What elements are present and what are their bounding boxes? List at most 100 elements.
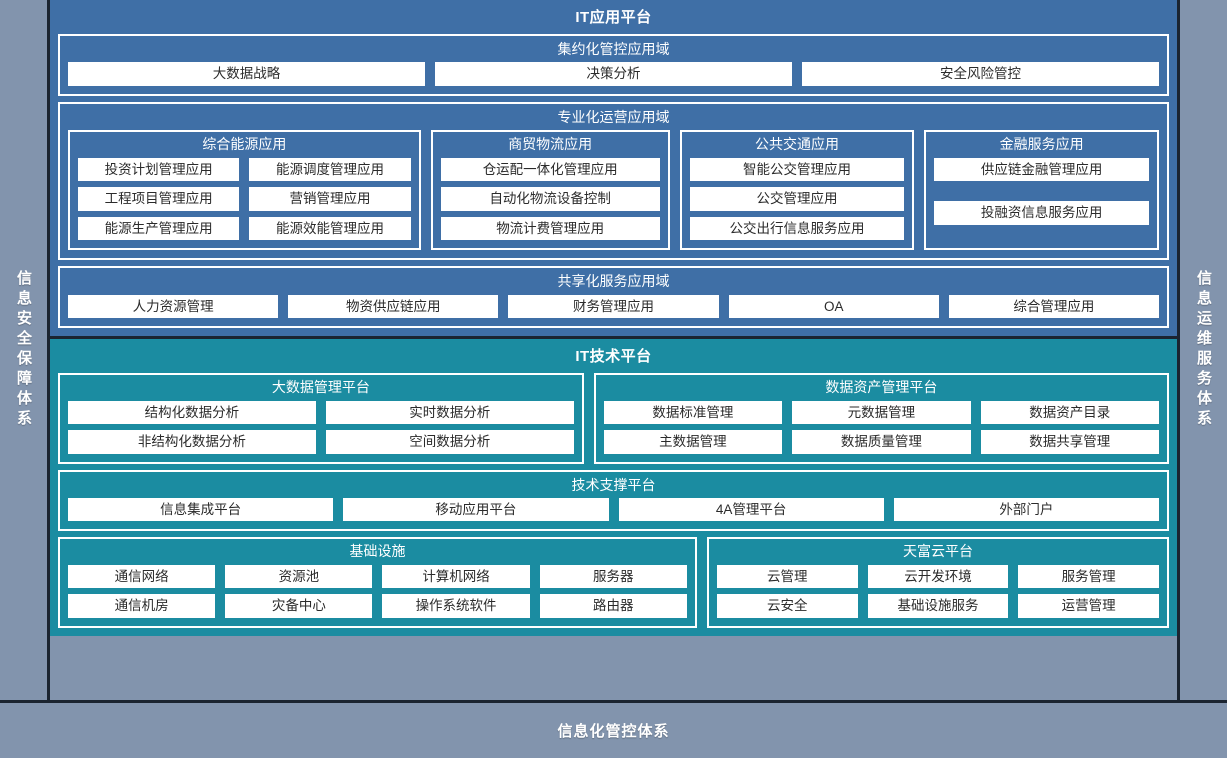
group-title: 基础设施 <box>349 543 406 560</box>
group-public-transport: 公共交通应用 智能公交管理应用 公交管理应用 公交出行信息服务应用 <box>679 130 915 251</box>
chip-automated-logistics-control[interactable]: 自动化物流设备控制 <box>440 187 660 211</box>
chip-data-asset-catalog[interactable]: 数据资产目录 <box>980 400 1159 425</box>
chip-external-portal[interactable]: 外部门户 <box>893 497 1159 522</box>
chip-router[interactable]: 路由器 <box>539 594 687 618</box>
center-column: IT应用平台 集约化管控应用域 大数据战略 决策分析 安全风险管控 专业化运营应… <box>50 0 1177 700</box>
bottom-bar-informatization-governance: 信息化管控体系 <box>0 700 1227 758</box>
chip-integrated-management[interactable]: 综合管理应用 <box>948 294 1160 319</box>
group-title: 金融服务应用 <box>999 136 1084 153</box>
chip-operations-management[interactable]: 运营管理 <box>1018 594 1159 618</box>
group-title: 综合能源应用 <box>202 136 287 153</box>
chip-finance-management[interactable]: 财务管理应用 <box>508 294 719 319</box>
tech-row-infrastructure: 基础设施 通信网络 资源池 计算机网络 服务器 通信机房 灾备中心 操作系统软件… <box>58 537 1169 628</box>
group-row: 综合能源应用 投资计划管理应用 能源调度管理应用 工程项目管理应用 营销管理应用… <box>68 130 1159 251</box>
chip-data-sharing-mgmt[interactable]: 数据共享管理 <box>980 430 1159 454</box>
chip-4a-management-platform[interactable]: 4A管理平台 <box>618 497 884 522</box>
chip-row: 信息集成平台 移动应用平台 4A管理平台 外部门户 <box>68 497 1159 522</box>
domain-title: 专业化运营应用域 <box>557 108 670 125</box>
group-grid: 投资计划管理应用 能源调度管理应用 工程项目管理应用 营销管理应用 能源生产管理… <box>78 157 411 241</box>
chip-structured-data-analysis[interactable]: 结构化数据分析 <box>68 400 316 425</box>
chip-energy-production-mgmt[interactable]: 能源生产管理应用 <box>78 216 240 241</box>
chip-row: 人力资源管理 物资供应链应用 财务管理应用 OA 综合管理应用 <box>68 294 1160 319</box>
chip-operating-system-software[interactable]: 操作系统软件 <box>382 594 530 618</box>
tech-row-data-platforms: 大数据管理平台 结构化数据分析 实时数据分析 非结构化数据分析 空间数据分析 数… <box>58 373 1169 464</box>
group-grid: 通信网络 资源池 计算机网络 服务器 通信机房 灾备中心 操作系统软件 路由器 <box>68 564 687 618</box>
group-trade-logistics: 商贸物流应用 仓运配一体化管理应用 自动化物流设备控制 物流计费管理应用 <box>430 130 670 251</box>
chip-unstructured-data-analysis[interactable]: 非结构化数据分析 <box>68 430 316 454</box>
chip-master-data-mgmt[interactable]: 主数据管理 <box>603 430 783 454</box>
domain-intensive-management: 集约化管控应用域 大数据战略 决策分析 安全风险管控 <box>58 34 1169 96</box>
chip-computer-network[interactable]: 计算机网络 <box>382 564 530 589</box>
group-financial-services: 金融服务应用 供应链金融管理应用 投融资信息服务应用 <box>924 130 1159 251</box>
chip-data-quality-mgmt[interactable]: 数据质量管理 <box>792 430 971 454</box>
group-integrated-energy: 综合能源应用 投资计划管理应用 能源调度管理应用 工程项目管理应用 营销管理应用… <box>68 130 421 251</box>
chip-energy-dispatch-mgmt[interactable]: 能源调度管理应用 <box>249 157 411 182</box>
chip-communication-network[interactable]: 通信网络 <box>68 564 216 589</box>
group-grid: 数据标准管理 元数据管理 数据资产目录 主数据管理 数据质量管理 数据共享管理 <box>603 400 1159 454</box>
chip-security-risk-control[interactable]: 安全风险管控 <box>802 62 1159 86</box>
group-grid: 智能公交管理应用 公交管理应用 公交出行信息服务应用 <box>689 157 905 241</box>
chip-resource-pool[interactable]: 资源池 <box>225 564 373 589</box>
domain-technical-support-platform: 技术支撑平台 信息集成平台 移动应用平台 4A管理平台 外部门户 <box>58 469 1169 532</box>
group-title: 公共交通应用 <box>755 136 839 153</box>
chip-bus-mgmt[interactable]: 公交管理应用 <box>689 187 905 211</box>
group-grid: 仓运配一体化管理应用 自动化物流设备控制 物流计费管理应用 <box>440 157 660 241</box>
group-data-asset-platform: 数据资产管理平台 数据标准管理 元数据管理 数据资产目录 主数据管理 数据质量管… <box>593 373 1169 464</box>
group-row: 大数据管理平台 结构化数据分析 实时数据分析 非结构化数据分析 空间数据分析 数… <box>58 373 1169 464</box>
chip-decision-analysis[interactable]: 决策分析 <box>435 62 792 86</box>
chip-information-integration-platform[interactable]: 信息集成平台 <box>68 497 334 522</box>
group-tianfu-cloud-platform: 天富云平台 云管理 云开发环境 服务管理 云安全 基础设施服务 运营管理 <box>706 537 1169 628</box>
group-grid: 供应链金融管理应用 投融资信息服务应用 <box>934 157 1149 241</box>
chip-cloud-security[interactable]: 云安全 <box>716 594 858 618</box>
chip-logistics-billing-mgmt[interactable]: 物流计费管理应用 <box>440 216 660 241</box>
domain-title: 集约化管控应用域 <box>557 41 670 57</box>
chip-material-supply-chain[interactable]: 物资供应链应用 <box>288 294 499 319</box>
chip-cloud-dev-environment[interactable]: 云开发环境 <box>867 564 1009 589</box>
chip-big-data-strategy[interactable]: 大数据战略 <box>68 62 425 86</box>
group-grid: 云管理 云开发环境 服务管理 云安全 基础设施服务 运营管理 <box>716 564 1159 618</box>
main-band: 信息安全保障体系 IT应用平台 集约化管控应用域 大数据战略 决策分析 安全风险… <box>0 0 1227 700</box>
domain-shared-services: 共享化服务应用域 人力资源管理 物资供应链应用 财务管理应用 OA 综合管理应用 <box>58 266 1169 329</box>
domain-title: 技术支撑平台 <box>571 476 656 493</box>
group-grid: 结构化数据分析 实时数据分析 非结构化数据分析 空间数据分析 <box>68 400 574 454</box>
domain-title: 共享化服务应用域 <box>557 273 670 290</box>
group-title: 商贸物流应用 <box>508 136 593 153</box>
chip-smart-bus-mgmt[interactable]: 智能公交管理应用 <box>689 157 905 182</box>
group-row: 基础设施 通信网络 资源池 计算机网络 服务器 通信机房 灾备中心 操作系统软件… <box>58 537 1169 628</box>
bottom-bar-label: 信息化管控体系 <box>557 723 670 740</box>
chip-server[interactable]: 服务器 <box>539 564 687 589</box>
chip-data-standard-mgmt[interactable]: 数据标准管理 <box>603 400 783 425</box>
left-rail-information-security: 信息安全保障体系 <box>0 0 50 700</box>
it-application-platform: IT应用平台 集约化管控应用域 大数据战略 决策分析 安全风险管控 专业化运营应… <box>50 0 1177 337</box>
chip-supply-chain-finance-mgmt[interactable]: 供应链金融管理应用 <box>934 157 1149 182</box>
it-application-platform-title: IT应用平台 <box>575 9 652 26</box>
chip-warehouse-integrated-mgmt[interactable]: 仓运配一体化管理应用 <box>440 157 660 182</box>
chip-bus-travel-info-service[interactable]: 公交出行信息服务应用 <box>689 216 905 241</box>
chip-energy-efficiency-mgmt[interactable]: 能源效能管理应用 <box>249 216 411 241</box>
chip-mobile-application-platform[interactable]: 移动应用平台 <box>343 497 609 522</box>
chip-disaster-recovery-center[interactable]: 灾备中心 <box>225 594 373 618</box>
chip-service-management[interactable]: 服务管理 <box>1018 564 1159 589</box>
chip-row: 大数据战略 决策分析 安全风险管控 <box>68 62 1159 86</box>
chip-oa[interactable]: OA <box>728 294 939 319</box>
group-title: 数据资产管理平台 <box>825 379 938 396</box>
chip-spatial-data-analysis[interactable]: 空间数据分析 <box>325 430 574 454</box>
chip-cloud-management[interactable]: 云管理 <box>716 564 858 589</box>
right-rail-label: 信息运维服务体系 <box>1195 270 1212 430</box>
group-infrastructure: 基础设施 通信网络 资源池 计算机网络 服务器 通信机房 灾备中心 操作系统软件… <box>58 537 697 628</box>
chip-investment-plan-mgmt[interactable]: 投资计划管理应用 <box>78 157 240 182</box>
chip-metadata-mgmt[interactable]: 元数据管理 <box>792 400 971 425</box>
left-rail-label: 信息安全保障体系 <box>15 270 32 430</box>
it-technology-platform: IT技术平台 大数据管理平台 结构化数据分析 实时数据分析 非结构化数据分析 空… <box>50 336 1177 636</box>
chip-realtime-data-analysis[interactable]: 实时数据分析 <box>325 400 574 425</box>
chip-hr-management[interactable]: 人力资源管理 <box>68 294 279 319</box>
group-title: 天富云平台 <box>902 543 973 560</box>
right-rail-it-operations: 信息运维服务体系 <box>1177 0 1227 700</box>
chip-communication-room[interactable]: 通信机房 <box>68 594 216 618</box>
chip-infrastructure-service[interactable]: 基础设施服务 <box>867 594 1009 618</box>
chip-investment-financing-info-service[interactable]: 投融资信息服务应用 <box>934 201 1149 225</box>
domain-professional-operations: 专业化运营应用域 综合能源应用 投资计划管理应用 能源调度管理应用 工程项目管理… <box>58 101 1169 261</box>
chip-marketing-mgmt[interactable]: 营销管理应用 <box>249 187 411 211</box>
chip-engineering-project-mgmt[interactable]: 工程项目管理应用 <box>78 187 240 211</box>
